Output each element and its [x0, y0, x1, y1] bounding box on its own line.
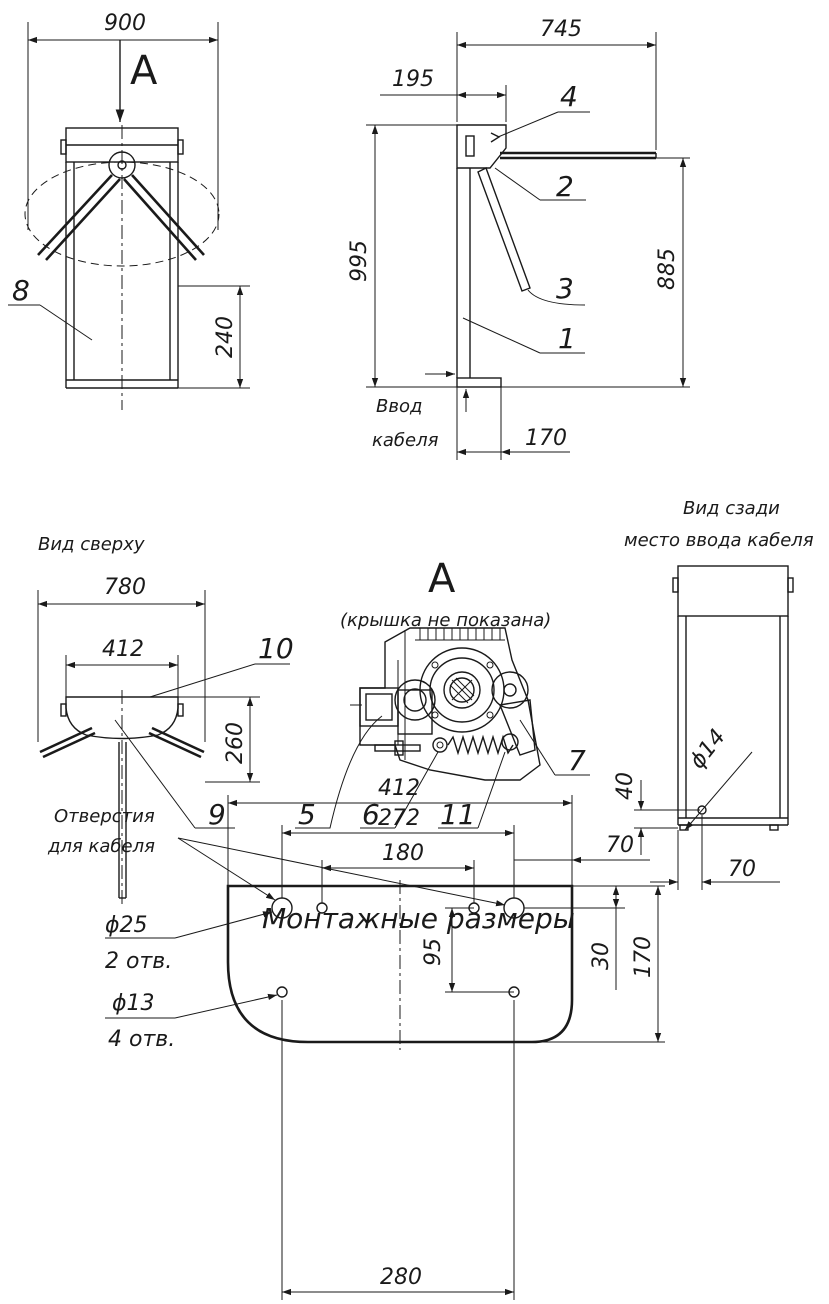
holes-label-line2: для кабеля	[47, 836, 155, 857]
mount-dim-30: 30	[589, 942, 614, 970]
rear-view-title-line1: Вид сзади	[683, 498, 780, 519]
mount-d13-count: 4 отв.	[108, 1027, 175, 1052]
front-view-letter: A	[130, 48, 158, 94]
callout-8: 8	[12, 274, 30, 307]
section-a-view: A (крышка не показана)	[295, 556, 590, 831]
callout-4: 4	[560, 80, 578, 113]
side-dim-170: 170	[525, 426, 567, 451]
top-dim-260: 260	[223, 722, 248, 764]
rear-view-title-line2: место ввода кабеля	[624, 530, 814, 551]
cable-entry-line1: Ввод	[376, 396, 422, 417]
callout-3: 3	[556, 272, 574, 305]
top-dim-412: 412	[102, 637, 144, 662]
callout-2: 2	[556, 170, 574, 203]
top-view: Вид сверху 780 412 260 10 9	[37, 534, 294, 905]
side-view: 745 195 995 885 Ввод кабеля	[347, 17, 690, 460]
rear-dim-d14: ϕ14	[685, 725, 731, 774]
rear-view: Вид сзади место ввода кабеля 40 ϕ14 70	[613, 498, 814, 890]
section-a-letter: A	[428, 556, 456, 602]
mount-d25: ϕ25	[105, 913, 148, 938]
mount-dim-95: 95	[421, 938, 446, 966]
mounting-view: Монтажные размеры 412 272 180 70 95	[47, 776, 665, 1300]
mount-d25-count: 2 отв.	[105, 949, 172, 974]
callout-5: 5	[298, 798, 316, 831]
callout-6: 6	[362, 798, 380, 831]
callout-1: 1	[558, 322, 576, 355]
top-dim-780: 780	[104, 575, 146, 600]
mount-dim-280: 280	[380, 1265, 422, 1290]
side-dim-195: 195	[392, 67, 434, 92]
callout-7: 7	[568, 744, 586, 777]
front-view: 900 A 240 8	[8, 11, 250, 410]
callout-9: 9	[208, 798, 226, 831]
side-dim-885: 885	[655, 248, 680, 290]
mount-dim-170: 170	[631, 936, 656, 978]
rear-dim-70: 70	[728, 857, 756, 882]
rear-dim-40: 40	[613, 772, 638, 800]
mount-dim-70: 70	[606, 833, 634, 858]
mount-dim-272: 272	[378, 806, 420, 831]
mount-dim-180: 180	[382, 841, 424, 866]
side-dim-995: 995	[347, 240, 372, 282]
mount-d13: ϕ13	[112, 991, 155, 1016]
mount-dim-412: 412	[378, 776, 420, 801]
front-dim-240: 240	[213, 316, 238, 358]
holes-label-line1: Отверстия	[54, 806, 155, 827]
section-a-note: (крышка не показана)	[340, 610, 551, 631]
side-dim-745: 745	[540, 17, 582, 42]
front-dim-900: 900	[104, 11, 146, 36]
mounting-title: Монтажные размеры	[262, 902, 575, 935]
callout-10: 10	[258, 632, 294, 665]
top-view-title: Вид сверху	[38, 534, 145, 555]
cable-entry-line2: кабеля	[372, 430, 439, 451]
